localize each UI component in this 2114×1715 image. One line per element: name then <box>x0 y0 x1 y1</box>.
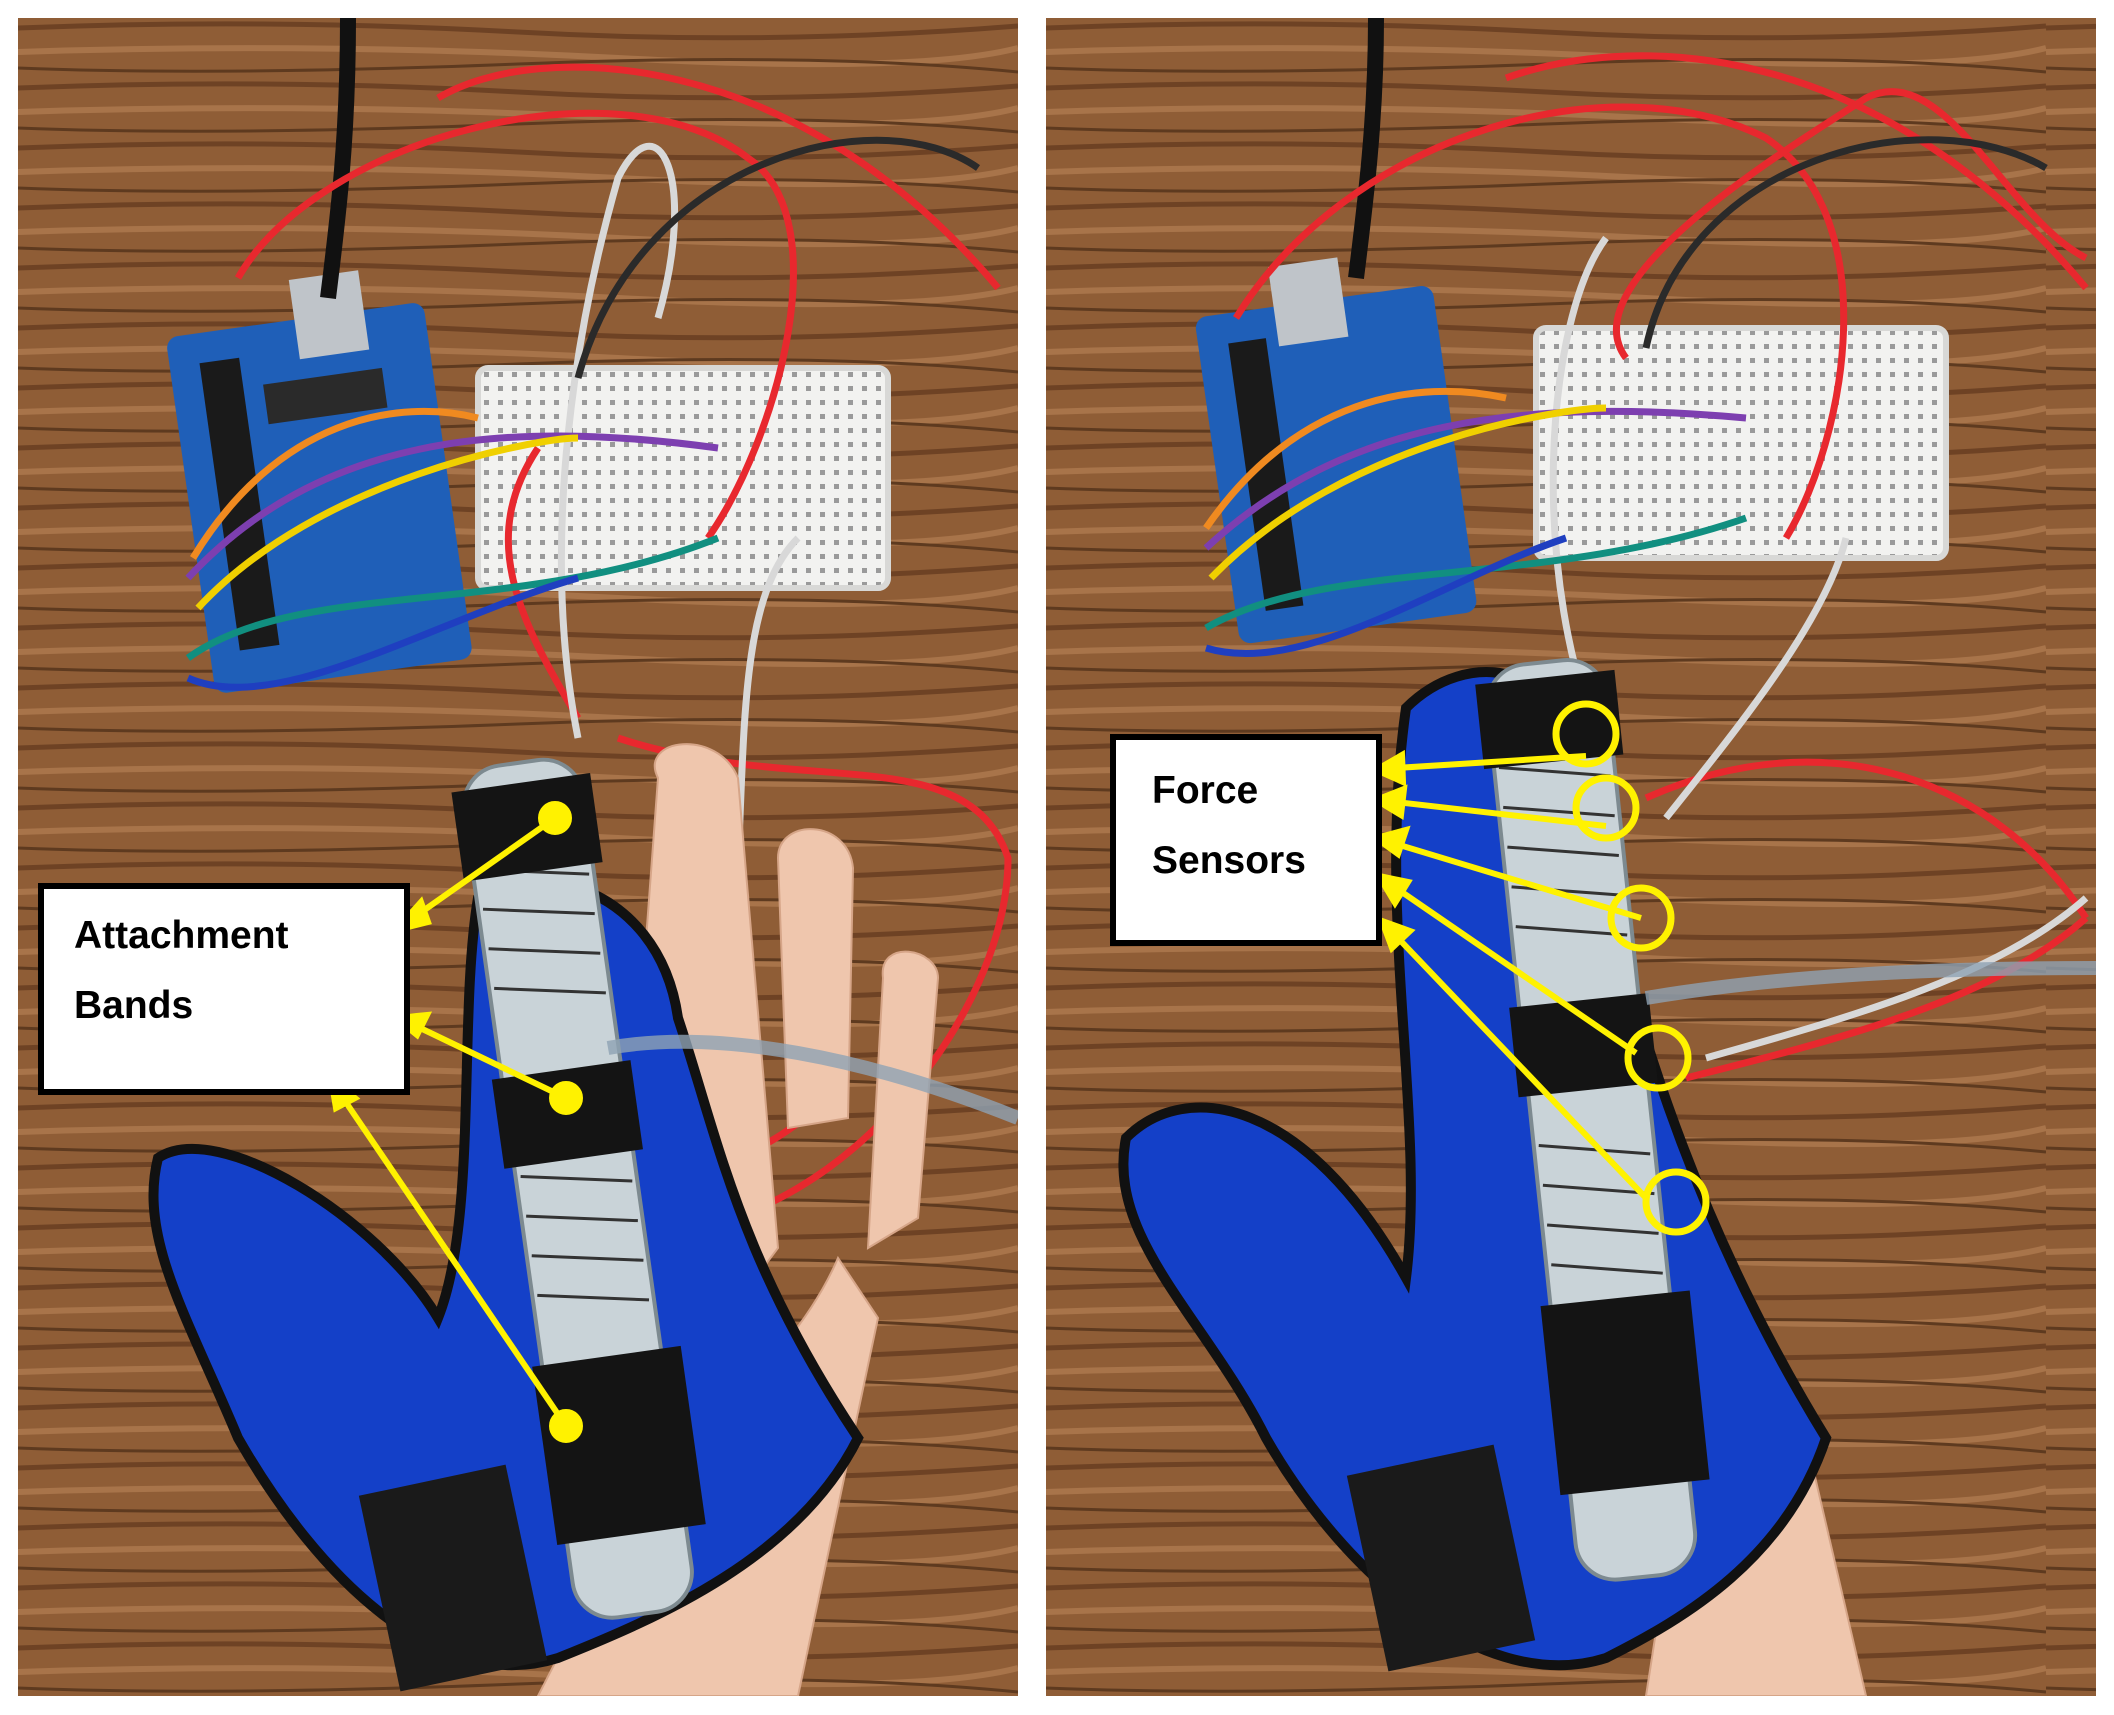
label-force-sensors: Force Sensors <box>1110 734 1382 946</box>
velcro-strap <box>358 1464 548 1692</box>
glove-photo-left <box>18 18 1018 1696</box>
wires <box>1203 52 2089 1082</box>
breadboard <box>1533 325 1949 561</box>
label-line: Sensors <box>1152 839 1306 882</box>
photo-panel-force-sensors: Force Sensors <box>1046 18 2096 1696</box>
label-line: Attachment <box>74 914 289 957</box>
air-tube <box>1644 961 2096 1005</box>
sensor-circles <box>1552 700 1710 1236</box>
velcro-strap <box>1346 1444 1536 1672</box>
band-top <box>451 772 603 882</box>
force-sensor-4 <box>1624 1024 1692 1092</box>
label-line: Bands <box>74 984 194 1027</box>
label-text: Attachment Bands <box>74 901 374 1041</box>
force-sensor-2 <box>1572 774 1640 842</box>
force-sensor-3 <box>1607 884 1675 952</box>
breadboard <box>475 365 891 591</box>
air-tube <box>606 1034 1018 1125</box>
band-middle <box>1509 993 1658 1098</box>
band-bottom <box>532 1345 706 1546</box>
photo-panel-attachment-bands: Attachment Bands <box>18 18 1018 1696</box>
annotation-arrows <box>1369 749 1649 1201</box>
force-sensor-5 <box>1642 1168 1710 1236</box>
label-attachment-bands: Attachment Bands <box>38 883 410 1095</box>
label-text: Force Sensors <box>1152 756 1340 896</box>
usb-cable <box>320 18 356 299</box>
band-top <box>1475 669 1624 770</box>
force-sensor-1 <box>1552 700 1620 768</box>
soft-actuator <box>451 757 706 1620</box>
arduino-board <box>167 270 472 693</box>
band-bottom <box>1540 1290 1710 1496</box>
label-line: Force <box>1152 769 1259 812</box>
usb-cable <box>1348 18 1384 279</box>
